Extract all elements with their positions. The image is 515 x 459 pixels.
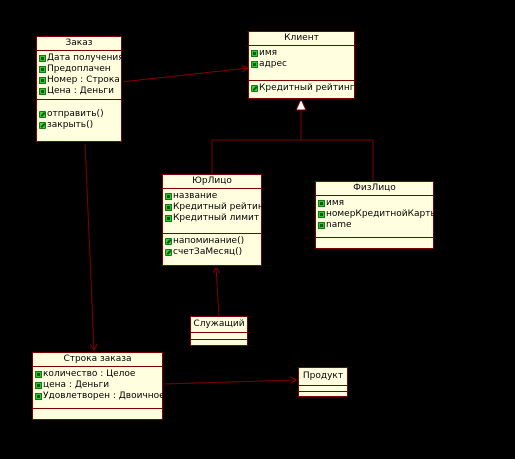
- class-client[interactable]: Клиент имя адрес Кредитный рейтинг(): [248, 31, 361, 99]
- attribute-icon: [318, 222, 325, 229]
- attribute-row: количество : Целое: [35, 369, 162, 380]
- operations-section: [33, 409, 162, 414]
- attributes-section: количество : Целое цена : Деньги Удовлет…: [33, 367, 165, 409]
- operation-icon: [165, 249, 172, 256]
- attribute-icon: [165, 204, 172, 211]
- class-corporate[interactable]: ЮрЛицо название Кредитный рейтинг Кредит…: [162, 174, 268, 266]
- class-name: Клиент: [249, 32, 354, 46]
- attribute-icon: [39, 55, 46, 62]
- class-individual[interactable]: ФизЛицо имя номерКредитнойКарты name: [315, 181, 438, 249]
- operation-row: Кредитный рейтинг(): [251, 83, 361, 94]
- attribute-row: Предоплачен: [39, 64, 121, 75]
- employee-corporate-association: [216, 267, 219, 317]
- attributes-section: имя номерКредитнойКарты name: [316, 196, 438, 238]
- attribute-icon: [318, 200, 325, 207]
- corporate-generalization-line: [211, 139, 301, 174]
- attribute-icon: [251, 61, 258, 68]
- attribute-icon: [39, 88, 46, 95]
- attribute-icon: [35, 371, 42, 378]
- attribute-icon: [35, 382, 42, 389]
- operations-section: напоминание() счетЗаМесяц(): [163, 234, 261, 260]
- operation-row: счетЗаМесяц(): [165, 247, 261, 258]
- class-name: Заказ: [37, 37, 121, 51]
- order-orderline-association: [84, 141, 94, 350]
- operations-section: [191, 340, 247, 346]
- attributes-section: [191, 333, 247, 340]
- class-name: ЮрЛицо: [163, 175, 261, 189]
- attribute-row: Цена : Деньги: [39, 86, 121, 97]
- class-name: Служащий: [191, 317, 247, 333]
- attribute-row: Удовлетворен : Двоичное: [35, 391, 165, 402]
- attribute-row: name: [318, 220, 433, 231]
- attribute-row: Дата получения: [39, 53, 124, 64]
- operation-row: напоминание(): [165, 236, 261, 247]
- operation-icon: [39, 122, 46, 129]
- class-order-line[interactable]: Строка заказа количество : Целое цена : …: [32, 352, 165, 420]
- generalization-triangle: [295, 97, 307, 111]
- attribute-icon: [165, 215, 172, 222]
- attribute-icon: [39, 77, 46, 84]
- class-order[interactable]: Заказ Дата получения Предоплачен Номер :…: [36, 36, 124, 142]
- attribute-row: Кредитный лимит: [165, 213, 261, 224]
- attribute-row: имя: [318, 198, 433, 209]
- order-client-association: [120, 68, 248, 83]
- operations-section: отправить() закрыть(): [37, 100, 121, 133]
- operations-section: Кредитный рейтинг(): [249, 81, 361, 96]
- attribute-icon: [251, 50, 258, 57]
- attribute-row: номерКредитнойКарты: [318, 209, 438, 220]
- class-name: Продукт: [299, 368, 347, 386]
- individual-generalization-line: [301, 139, 374, 181]
- attribute-row: адрес: [251, 59, 354, 70]
- attributes-section: [299, 386, 347, 392]
- class-employee[interactable]: Служащий: [190, 316, 248, 346]
- attribute-icon: [165, 193, 172, 200]
- class-name: ФизЛицо: [316, 182, 433, 196]
- operation-row: закрыть(): [39, 120, 121, 131]
- attribute-row: Номер : Строка: [39, 75, 121, 86]
- attribute-icon: [318, 211, 325, 218]
- class-name: Строка заказа: [33, 353, 162, 367]
- attributes-section: Дата получения Предоплачен Номер : Строк…: [37, 51, 124, 100]
- operations-section: [316, 238, 433, 243]
- operation-icon: [251, 85, 258, 92]
- attributes-section: название Кредитный рейтинг Кредитный лим…: [163, 189, 268, 234]
- attribute-row: Кредитный рейтинг: [165, 202, 268, 213]
- orderline-product-association: [162, 380, 296, 385]
- attribute-row: имя: [251, 48, 354, 59]
- class-product[interactable]: Продукт: [298, 367, 348, 397]
- attribute-row: название: [165, 191, 261, 202]
- operation-icon: [165, 238, 172, 245]
- attributes-section: имя адрес: [249, 46, 354, 81]
- operation-icon: [39, 111, 46, 118]
- attribute-icon: [39, 66, 46, 73]
- attribute-icon: [35, 393, 42, 400]
- operation-row: отправить(): [39, 109, 121, 120]
- attribute-row: цена : Деньги: [35, 380, 162, 391]
- operations-section: [299, 392, 347, 397]
